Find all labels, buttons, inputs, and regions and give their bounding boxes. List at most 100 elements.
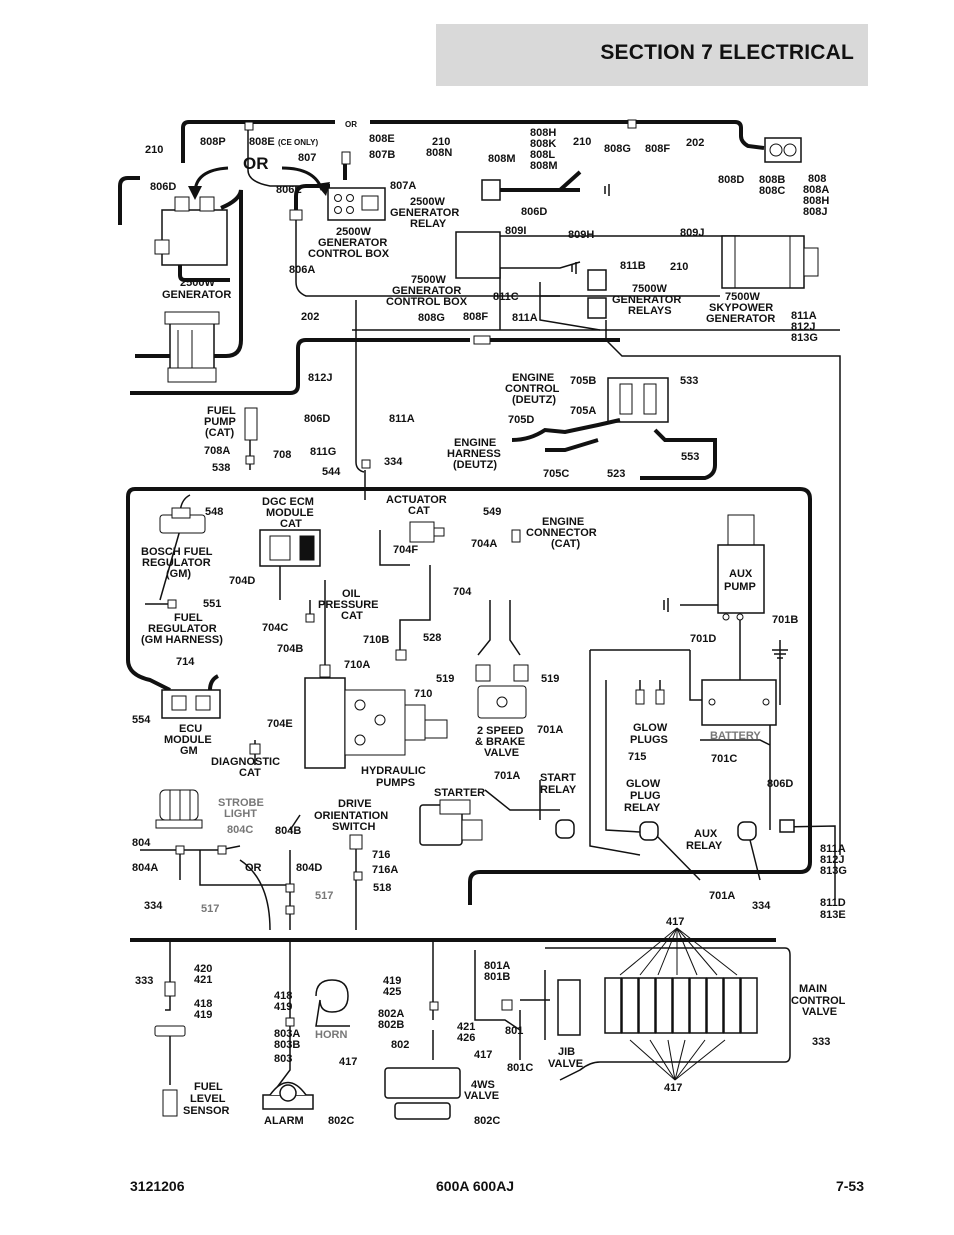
wire-label: 538 xyxy=(212,462,230,474)
wire-connectors xyxy=(164,119,637,1027)
wire-label: 419 xyxy=(274,1001,292,1013)
wire-label: 808E xyxy=(249,136,275,148)
wire-label: 202 xyxy=(686,137,704,149)
battery xyxy=(701,679,777,726)
component-label: CAT xyxy=(239,767,261,779)
wire-label: 801 xyxy=(505,1025,523,1037)
component-label: CONTROL xyxy=(505,383,560,395)
wire-label: 802C xyxy=(328,1115,354,1127)
wire-label: 210 xyxy=(573,136,591,148)
component-label: GENERATOR xyxy=(612,294,681,306)
wire-label: 808 xyxy=(808,173,826,185)
component-label: ORIENTATION xyxy=(314,810,388,822)
relay-connectors xyxy=(555,819,795,841)
component-label: STARTER xyxy=(434,787,485,799)
component-label: GENERATOR xyxy=(162,289,231,301)
wire-label: 551 xyxy=(203,598,221,610)
component-label: (GM) xyxy=(166,568,191,580)
main-harness-wires xyxy=(118,120,812,942)
component-label: (CAT) xyxy=(551,538,580,550)
bosch-fuel-regulator xyxy=(159,507,206,534)
wire-label: 548 xyxy=(205,506,223,518)
wire-label: 802C xyxy=(474,1115,500,1127)
or-arrowhead-left xyxy=(188,186,202,200)
wire-label: 210 xyxy=(432,136,450,148)
wire-label: 811B xyxy=(620,260,646,272)
wire-label: 803B xyxy=(274,1039,300,1051)
component-label: CAT xyxy=(408,505,430,517)
or-arrowhead-right xyxy=(316,182,330,196)
starter xyxy=(419,799,483,846)
component-label: PRESSURE xyxy=(318,599,379,611)
component-label: & BRAKE xyxy=(475,736,525,748)
wire-label: 705C xyxy=(543,468,569,480)
or-label: OR xyxy=(245,862,262,874)
component-label: GLOW xyxy=(626,778,661,790)
component-label: (DEUTZ) xyxy=(453,459,497,471)
component-label: RELAYS xyxy=(628,305,672,317)
wire-label: 418 xyxy=(194,998,212,1010)
component-label: MODULE xyxy=(266,507,314,519)
fuel-pump-cat xyxy=(244,407,258,441)
wire-label: 801A xyxy=(484,960,510,972)
wire-label: 806D xyxy=(521,206,547,218)
component-label: PUMP xyxy=(204,416,236,428)
or-label: OR xyxy=(243,154,269,173)
wire-label: 806A xyxy=(289,264,315,276)
component-label: PLUG xyxy=(630,790,661,802)
wire-labels: 210 808P 808E (CE ONLY) OR 808E 807B 807… xyxy=(132,120,847,1127)
wire-label: 519 xyxy=(436,673,454,685)
wire-label: 426 xyxy=(457,1032,475,1044)
wire-label: 813G xyxy=(791,332,818,344)
wire-label: 806D xyxy=(767,778,793,790)
component-label: BOSCH FUEL xyxy=(141,546,213,558)
wire-label: 808M xyxy=(488,153,516,165)
component-label: OIL xyxy=(342,588,361,600)
wire-label: 334 xyxy=(384,456,403,468)
wire-label: 554 xyxy=(132,714,151,726)
wire-label: 417 xyxy=(664,1082,682,1094)
component-label: CONTROL BOX xyxy=(386,296,468,308)
strobe-light xyxy=(155,789,203,829)
component-label: HORN xyxy=(315,1029,347,1041)
glow-plugs xyxy=(635,689,665,705)
wire-label: 517 xyxy=(315,890,333,902)
wire-label: 808H xyxy=(803,195,829,207)
wire-label: 801C xyxy=(507,1062,533,1074)
component-label: RELAY xyxy=(410,218,447,230)
component-label: LEVEL xyxy=(190,1093,226,1105)
wire-label: 811A xyxy=(389,413,415,425)
wire-label: 808F xyxy=(645,143,670,155)
wire-label: 334 xyxy=(752,900,771,912)
wire-label: 808P xyxy=(200,136,226,148)
component-label: DRIVE xyxy=(338,798,372,810)
component-label: DGC ECM xyxy=(262,496,314,508)
section-title: SECTION 7 ELECTRICAL xyxy=(600,41,854,64)
wire-label: OR xyxy=(345,120,357,129)
component-label: RELAY xyxy=(686,840,723,852)
component-label: VALVE xyxy=(484,747,519,759)
wire-label: (CE ONLY) xyxy=(278,138,318,147)
wire-label: 519 xyxy=(541,673,559,685)
wire-label: 210 xyxy=(145,144,163,156)
component-label: FUEL xyxy=(207,405,236,417)
wire-label: 420 xyxy=(194,963,212,975)
footer-model: 600A 600AJ xyxy=(436,1178,515,1194)
wire-label: 701C xyxy=(711,753,737,765)
wire-label: 811D xyxy=(820,897,846,909)
component-label: GENERATOR xyxy=(318,237,387,249)
section-header: SECTION 7 ELECTRICAL xyxy=(436,24,868,86)
component-label: 4WS xyxy=(471,1079,495,1091)
wire-label: 421 xyxy=(194,974,212,986)
leader-lines-417 xyxy=(619,927,738,1081)
wire-label: 710 xyxy=(414,688,432,700)
wire-label: 528 xyxy=(423,632,441,644)
wire-label: 710B xyxy=(363,634,389,646)
wire-label: 808E xyxy=(369,133,395,145)
wire-label: 802A xyxy=(378,1008,404,1020)
wire-label: 714 xyxy=(176,656,195,668)
wire-label: 419 xyxy=(383,975,401,987)
component-label: RELAY xyxy=(540,784,577,796)
component-label: CAT xyxy=(341,610,363,622)
wire-label: 544 xyxy=(322,466,341,478)
